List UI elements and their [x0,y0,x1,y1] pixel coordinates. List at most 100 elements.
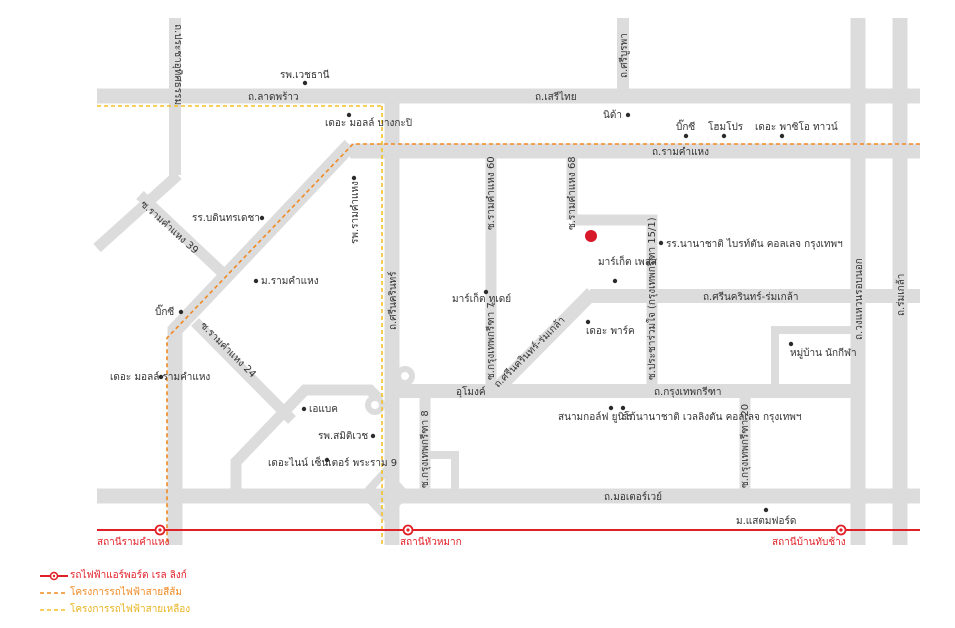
poi-dot-icon [346,112,352,118]
poi-dot-icon [324,457,330,463]
location-marker-icon[interactable] [585,230,597,242]
road-network [93,18,920,545]
poi-label: รร.บดินทรเดชา [192,213,260,224]
poi-label: หมู่บ้าน นักกีฬา [790,347,857,359]
poi-mall-ram[interactable]: เดอะ มอลล์ รามคำแหง [110,371,210,383]
poi-unico-golf[interactable]: สนามกอล์ฟ ยูนิโก้ [558,405,636,423]
poi-label: มาร์เก็ต ทูเดย์ [452,291,511,305]
poi-dot-icon [178,309,184,315]
interchange [359,466,411,522]
poi-rama-hospital[interactable]: รพ.เวชธานี [280,69,330,86]
poi-label: รพ.รามคำแหง [350,181,361,244]
road-srinakarin-romklao-diag [490,288,597,396]
poi-mega-bangna[interactable]: ม.แสตมฟอร์ด [736,507,796,527]
poi-label: รร.นานาชาติ เวลลิงตัน คอลเลจ กรุงเทพฯ [622,412,802,423]
poi-wellington[interactable]: รร.นานาชาติ เวลลิงตัน คอลเลจ กรุงเทพฯ [620,405,802,423]
road-label-soi-ram-68: ซ.รามคำแหง 68 [567,156,578,230]
road-label-seri-thai: ถ.เสรีไทย [535,91,577,103]
poi-label: บิ๊กซี [155,304,174,318]
poi-nakkee[interactable]: หมู่บ้าน นักกีฬา [788,341,857,359]
road-ram-diagonal [167,139,356,545]
poi-dot-icon [683,133,689,139]
poi-dot-icon [721,133,727,139]
poi-dot-icon [253,278,259,284]
poi-abac[interactable]: เอแบค [301,404,338,415]
legend-orange-swatch-icon [40,591,68,594]
poi-market-today[interactable]: มาร์เก็ต ทูเดย์ [452,289,511,305]
poi-dot-icon [620,405,626,411]
poi-dot-icon [612,278,618,284]
poi-bigc-1[interactable]: บิ๊กซี [676,119,695,139]
station-ram[interactable]: สถานีรามคำแหง [97,524,170,549]
poi-dot-icon [259,215,265,221]
station-ban-thap-chang[interactable]: สถานีบ้านทับช้าง [772,524,847,549]
poi-dot-icon [788,341,794,347]
poi-paseo[interactable]: เดอะ พาซิโอ ทาวน์ [755,120,838,139]
poi-homepro[interactable]: โฮมโปร [708,120,744,139]
poi-label: นิด้า [603,109,622,121]
station-hua-mak[interactable]: สถานีหัวหมาก [400,524,462,549]
poi-samitivej[interactable]: รพ.สมิติเวช [318,431,376,442]
poi-bodindecha[interactable]: รร.บดินทรเดชา [192,213,265,224]
legend-orange-label: โครงการรถไฟฟ้าสายสีส้ม [70,587,182,598]
poi-label: ม.แสตมฟอร์ด [736,515,796,527]
poi-label: เอแบค [309,404,338,415]
station-ram-dot-icon [158,528,162,532]
road-soi-ram-39 [93,170,182,253]
station-hua-mak-label: สถานีหัวหมาก [400,536,462,548]
road-label-ram-khamhaeng: ถ.รามคำแหง [652,147,709,158]
poi-dot-icon [301,406,307,412]
poi-label: โฮมโปร [708,120,744,133]
poi-label: บิ๊กซี [676,119,695,133]
poi-label: เดอะ พาร์ค [586,325,635,337]
road-label-srinakarin-romklao: ถ.ศรีนครินทร์-ร่มเกล้า [703,291,798,303]
poi-label: รพ.สมิติเวช [318,431,368,442]
poi-nida[interactable]: นิด้า [603,109,631,121]
poi-label: รร.นานาชาติ ไบรท์ตัน คอลเลจ กรุงเทพฯ [666,238,843,250]
poi-dot-icon [351,175,357,181]
legend-red-swatch-icon [40,571,68,580]
road-abac-loop [230,384,384,490]
roundabout-1 [395,366,415,386]
road-soi-ram-24 [191,318,296,424]
road-label-soi-kk-20: ซ.กรุงเทพกรีฑา 20 [739,404,751,488]
station-ban-thap-chang-dot-icon [839,528,843,532]
road-label-soi-ram-39: ซ.รามคำแหง 39 [138,199,200,256]
poi-dot-icon [370,433,376,439]
legend-red: รถไฟฟ้าแอร์พอร์ต เรล ลิงก์ [40,568,187,583]
road-label-udomsuk: อุโมงค์ [456,385,486,398]
road-label-rom-klao: ถ.ร่มเกล้า [895,274,907,316]
road-label-soi-kk-15: ซ.ประชาร่วมใจ (กรุงเทพกรีฑา 15/1) [646,217,658,380]
poi-market-place[interactable]: มาร์เก็ต เพลส [598,254,657,284]
road-label-lat-phrao: ถ.ลาดพร้าว [248,91,299,103]
road-label-krungthep-kreetha: ถ.กรุงเทพกรีฑา [654,386,722,398]
roundabout-2 [365,395,385,415]
poi-ram-hospital[interactable]: รพ.รามคำแหง [350,175,361,244]
poi-ramkhamhaeng-u[interactable]: ม.รามคำแหง [253,276,319,287]
road-label-si-nakarin: ถ.ศรีนครินทร์ [387,271,399,330]
poi-dot-icon [158,374,164,380]
poi-bigc-2[interactable]: บิ๊กซี [155,304,184,318]
legend-orange: โครงการรถไฟฟ้าสายสีส้ม [40,585,182,600]
road-label-motorway: ถ.มอเตอร์เวย์ [604,491,662,503]
road-soi-ram-39b [136,190,232,283]
legend-yellow: โครงการรถไฟฟ้าสายเหลือง [40,602,190,617]
road-label-srinakarin-romklao-2: ถ.ศรีนครินทร์-ร่มเกล้า [492,314,568,390]
road-label-soi-ram-60: ซ.รามคำแหง 60 [486,156,497,230]
poi-dot-icon [302,80,308,86]
poi-dot-icon [608,405,614,411]
station-ban-thap-chang-label: สถานีบ้านทับช้าง [772,536,846,548]
poi-dot-icon [483,289,489,295]
legend-red-label: รถไฟฟ้าแอร์พอร์ต เรล ลิงก์ [70,570,187,581]
poi-bromsgrove[interactable]: รร.นานาชาติ ไบรท์ตัน คอลเลจ กรุงเทพฯ [658,238,843,250]
road-label-pracha-uthit: ถ.ประชาอุทิศธรรม [172,24,183,105]
poi-the-nine[interactable]: เดอะไนน์ เซ็นเตอร์ พระราม 9 [268,455,397,469]
poi-dot-icon [625,112,631,118]
poi-the-park[interactable]: เดอะ พาร์ค [585,319,635,337]
poi-label: สนามกอล์ฟ ยูนิโก้ [558,410,636,423]
poi-mall-bangkapi[interactable]: เดอะ มอลล์ บางกะปิ [325,112,412,129]
poi-dot-icon [658,240,664,246]
poi-dot-icon [585,319,591,325]
poi-label: เดอะ มอลล์ บางกะปิ [325,117,412,129]
